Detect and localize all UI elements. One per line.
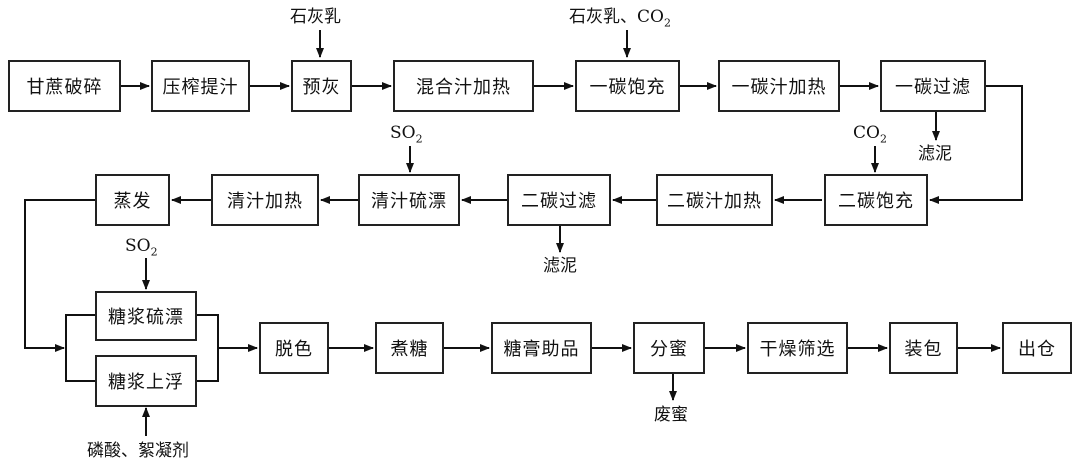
- node-pressing: 压榨提汁: [151, 60, 250, 112]
- label-lime-milk: 石灰乳: [290, 7, 341, 27]
- node-massecuite: 糖膏助品: [491, 322, 592, 374]
- split-upper: [65, 314, 95, 348]
- node-first-carb-filtration: 一碳过滤: [880, 60, 986, 112]
- node-syrup-sulfitation: 糖浆硫漂: [95, 291, 197, 341]
- node-first-carbonation: 一碳饱充: [575, 60, 680, 112]
- label-lime-milk-co2: 石灰乳、CO2: [569, 7, 671, 30]
- merge-upper: [197, 314, 219, 348]
- node-evaporation: 蒸发: [95, 174, 170, 226]
- node-packing: 装包: [889, 322, 958, 374]
- node-drying-screening: 干燥筛选: [747, 322, 848, 374]
- label-co2: CO2: [853, 123, 887, 146]
- merge-lower: [197, 348, 219, 382]
- split-lower: [65, 348, 95, 382]
- arrow-n13-split: [24, 199, 95, 352]
- node-syrup-flotation: 糖浆上浮: [95, 355, 197, 407]
- node-clear-juice-heating: 清汁加热: [211, 174, 319, 226]
- node-clear-juice-sulfitation: 清汁硫漂: [358, 174, 460, 226]
- label-filter-mud-2: 滤泥: [543, 256, 577, 276]
- node-sugar-boiling: 煮糖: [375, 322, 444, 374]
- node-second-carb-filtration: 二碳过滤: [507, 174, 611, 226]
- node-first-carb-juice-heating: 一碳汁加热: [718, 60, 840, 112]
- arrow-n7-n8: [929, 85, 1023, 204]
- label-filter-mud-1: 滤泥: [918, 144, 952, 164]
- node-pre-liming: 预灰: [291, 60, 352, 112]
- label-so2-2: SO2: [125, 236, 158, 259]
- node-warehouse-out: 出仓: [1002, 322, 1072, 374]
- node-decolorization: 脱色: [259, 322, 329, 374]
- node-second-carb-juice-heating: 二碳汁加热: [656, 174, 773, 226]
- node-second-carbonation: 二碳饱充: [824, 174, 928, 226]
- label-so2-1: SO2: [390, 123, 423, 146]
- label-phosphoric-flocculant: 磷酸、絮凝剂: [87, 441, 189, 461]
- node-mixed-juice-heating: 混合汁加热: [393, 60, 534, 112]
- node-centrifuging: 分蜜: [633, 322, 705, 374]
- node-crushing: 甘蔗破碎: [8, 60, 121, 112]
- label-waste-molasses: 废蜜: [654, 405, 688, 425]
